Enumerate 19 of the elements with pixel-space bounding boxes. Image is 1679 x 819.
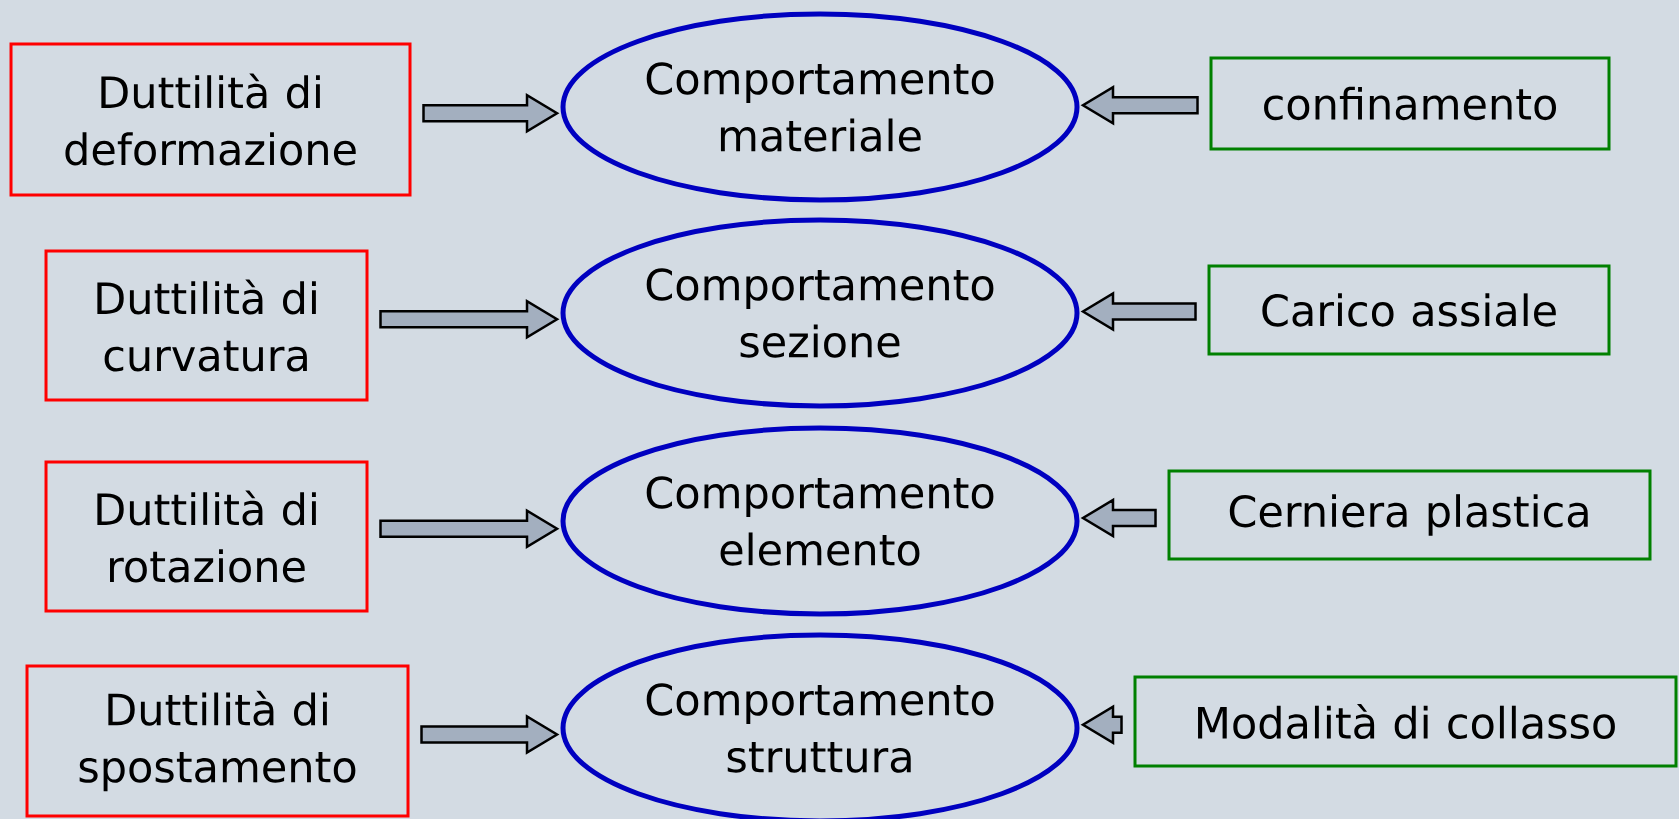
block-arrow	[1080, 704, 1123, 745]
ellipse-node: Comportamento materiale	[560, 11, 1080, 203]
block-arrow	[422, 93, 560, 134]
text-box: Carico assiale	[1207, 264, 1611, 356]
block-arrow	[379, 508, 560, 549]
block-arrow	[420, 714, 560, 755]
text-box: Modalità di collasso	[1133, 675, 1678, 768]
block-arrow	[379, 299, 560, 340]
block-arrow	[1080, 497, 1157, 539]
text-box: Duttilità di spostamento	[25, 664, 410, 818]
text-box: Duttilità di curvatura	[44, 249, 369, 402]
block-arrow	[1080, 291, 1197, 332]
text-box: Duttilità di rotazione	[44, 460, 369, 613]
ellipse-node: Comportamento sezione	[560, 217, 1080, 409]
text-box: Cerniera plastica	[1167, 469, 1652, 561]
ellipse-node: Comportamento elemento	[560, 425, 1080, 617]
block-arrow	[1080, 85, 1199, 126]
text-box: confinamento	[1209, 56, 1611, 151]
text-box: Duttilità di deformazione	[9, 42, 412, 197]
